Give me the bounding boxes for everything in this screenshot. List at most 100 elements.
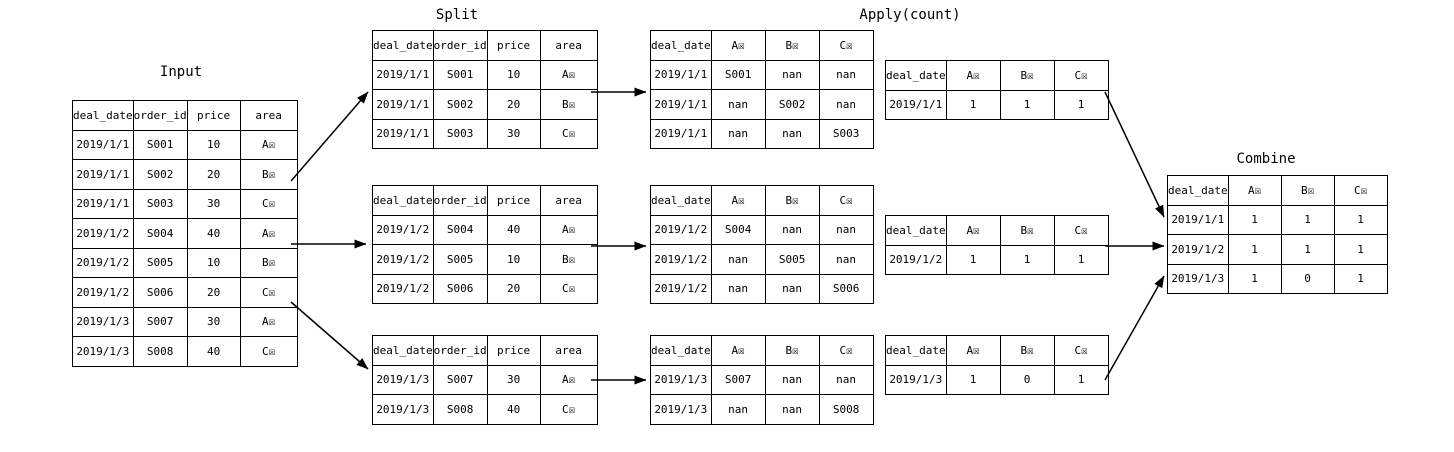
- table-cell: 1: [1227, 204, 1282, 235]
- column-header: A☒: [945, 215, 1001, 246]
- table-cell: 2019/1/1: [72, 129, 134, 160]
- table-cell: 0: [1280, 263, 1335, 294]
- column-header: deal_date: [885, 335, 947, 366]
- table-cell: 1: [999, 89, 1055, 120]
- column-header: C☒: [818, 30, 874, 61]
- table-cell: S007: [710, 364, 766, 395]
- table-cell: A☒: [239, 306, 298, 337]
- table-cell: A☒: [239, 129, 298, 160]
- column-header: C☒: [1053, 60, 1109, 91]
- table-cell: 2019/1/2: [650, 273, 712, 304]
- column-header: B☒: [999, 215, 1055, 246]
- column-header: deal_date: [885, 215, 947, 246]
- column-header: B☒: [764, 185, 820, 216]
- column-header: A☒: [1227, 175, 1282, 206]
- table-cell: 2019/1/2: [885, 244, 947, 275]
- table-cell: 40: [186, 218, 241, 249]
- table-cell: A☒: [539, 214, 598, 245]
- column-header: order_id: [132, 100, 188, 131]
- table-cell: 2019/1/1: [650, 59, 712, 90]
- table-cell: 10: [486, 244, 541, 275]
- column-header: A☒: [710, 185, 766, 216]
- table-cell: 30: [486, 364, 541, 395]
- table-cell: S002: [432, 89, 488, 120]
- table-cell: 2019/1/2: [72, 277, 134, 308]
- table-cell: 1: [1333, 234, 1388, 265]
- table-cell: S004: [432, 214, 488, 245]
- table-cell: 1: [1053, 244, 1109, 275]
- arrow-input-to-split-3: [290, 301, 369, 370]
- column-header: area: [539, 185, 598, 216]
- table-cell: 1: [1280, 234, 1335, 265]
- table-cell: 1: [945, 244, 1001, 275]
- combine-stage-title: Combine: [1236, 151, 1296, 167]
- table-cell: nan: [710, 273, 766, 304]
- column-header: B☒: [999, 60, 1055, 91]
- table-cell: 10: [486, 59, 541, 90]
- table-cell: S005: [764, 244, 820, 275]
- table-cell: C☒: [539, 394, 598, 425]
- table-cell: B☒: [539, 244, 598, 275]
- table-cell: 2019/1/2: [372, 273, 434, 304]
- table-cell: S007: [132, 306, 188, 337]
- table-cell: B☒: [239, 247, 298, 278]
- table-cell: 2019/1/2: [1167, 234, 1229, 265]
- table-cell: 30: [186, 188, 241, 219]
- arrow-count-3-to-combine: [1104, 275, 1165, 381]
- table-cell: S003: [818, 118, 874, 149]
- table-cell: 30: [186, 306, 241, 337]
- column-header: A☒: [945, 60, 1001, 91]
- table-cell: 2019/1/1: [650, 89, 712, 120]
- table-cell: 2019/1/2: [650, 214, 712, 245]
- table-cell: 1: [1227, 234, 1282, 265]
- table-cell: 1: [1333, 263, 1388, 294]
- table-cell: 2019/1/1: [72, 159, 134, 190]
- table-cell: A☒: [239, 218, 298, 249]
- table-cell: nan: [764, 59, 820, 90]
- table-cell: 2019/1/2: [372, 244, 434, 275]
- table-cell: 40: [486, 214, 541, 245]
- table-cell: 2019/1/2: [650, 244, 712, 275]
- table-cell: S007: [432, 364, 488, 395]
- table-cell: 2019/1/3: [72, 306, 134, 337]
- column-header: deal_date: [372, 30, 434, 61]
- column-header: C☒: [1053, 335, 1109, 366]
- table-cell: 20: [186, 159, 241, 190]
- table-cell: 40: [486, 394, 541, 425]
- table-cell: nan: [764, 214, 820, 245]
- table-cell: 1: [945, 89, 1001, 120]
- column-header: deal_date: [1167, 175, 1229, 206]
- column-header: price: [486, 335, 541, 366]
- column-header: C☒: [1053, 215, 1109, 246]
- table-cell: C☒: [539, 273, 598, 304]
- column-header: deal_date: [372, 335, 434, 366]
- table-cell: 2019/1/3: [650, 394, 712, 425]
- column-header: A☒: [710, 335, 766, 366]
- column-header: deal_date: [650, 30, 712, 61]
